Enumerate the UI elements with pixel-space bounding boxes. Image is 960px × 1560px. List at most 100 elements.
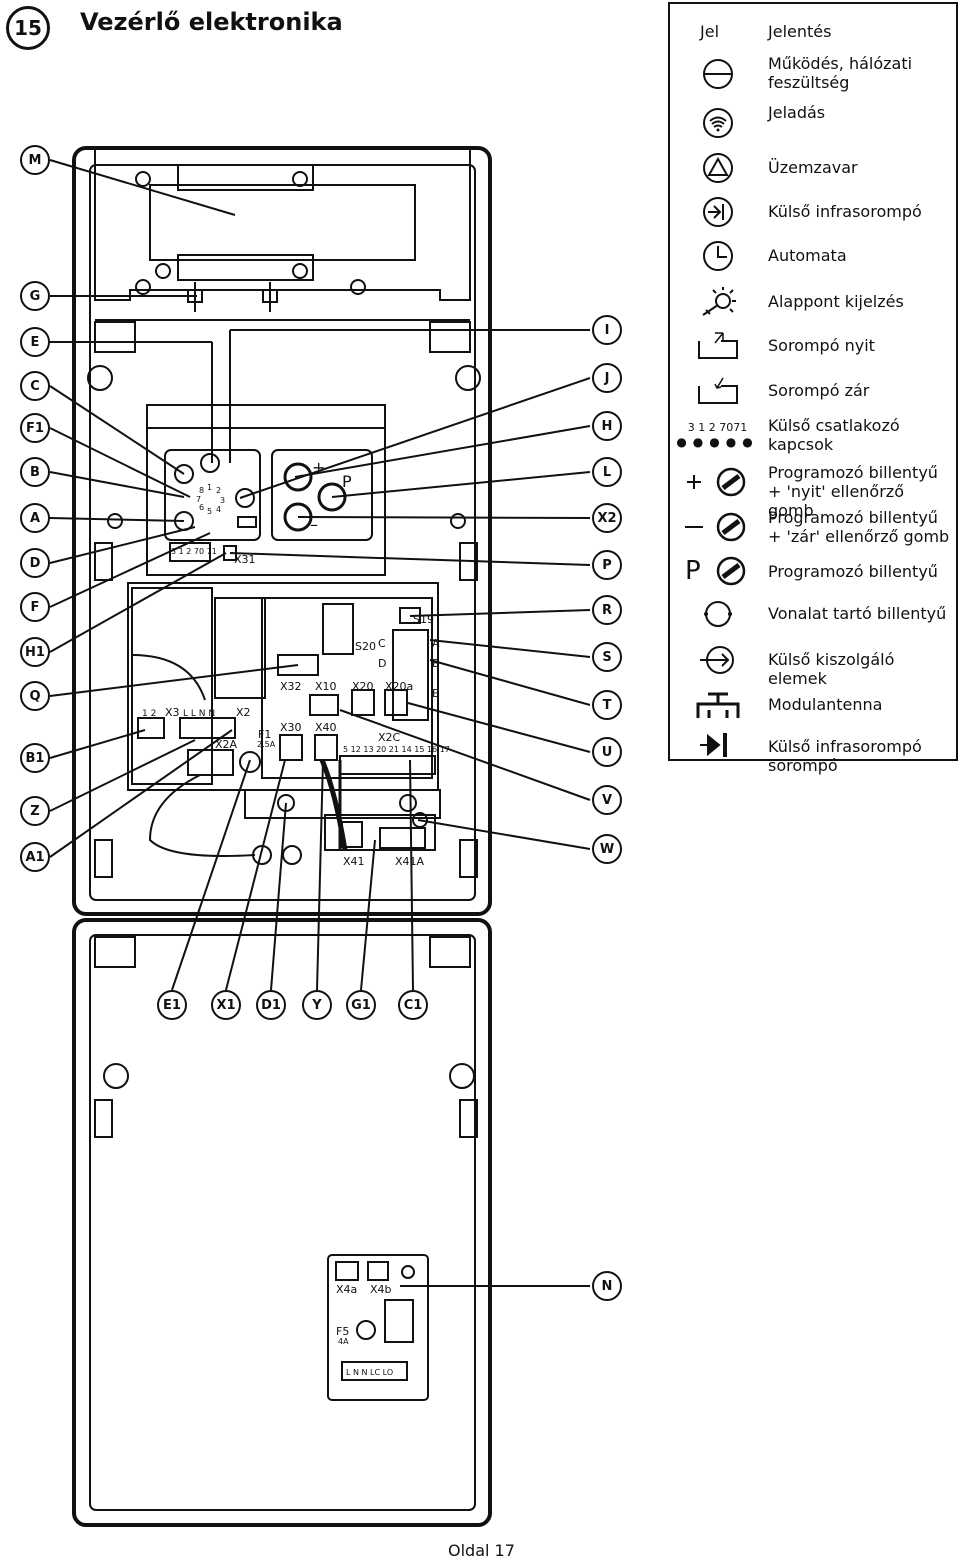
callout-j: J [592,363,622,393]
legend-text: Programozó billentyű + 'nyit' ellenőrző … [768,463,938,520]
callout-b: B [20,457,50,487]
callout-d: D [20,548,50,578]
callout-i: I [592,315,622,345]
transformer-body [149,184,416,261]
label-plus: + [312,458,325,477]
section-number: 15 [6,6,50,50]
legend-text: Modulantenna [768,695,883,714]
legend-row: Programozó billentyű + 'zár' ellenőrző g… [670,506,956,548]
plus-button-icon [680,461,755,503]
label-a: A [432,637,440,650]
label-s20: S20 [355,640,376,653]
callout-q: Q [20,681,50,711]
label-b: B [432,657,440,670]
display-module [146,427,386,576]
legend-text: Működés, hálózati feszültség [768,54,913,92]
label-f1: F1 [258,728,271,741]
callout-h1: H1 [20,637,50,667]
label-e: E [432,687,439,700]
callout-s: S [592,642,622,672]
label-x3: X3 [165,706,180,719]
terminal-dots-icon: 3 1 2 7071●●●●● [676,420,759,449]
legend-row: Külső infrasorompó [670,192,956,232]
dial-num-2: 2 [216,486,221,495]
callout-d1: D1 [256,990,286,1020]
signal-wifi-icon [680,101,755,145]
callout-y: Y [302,990,332,1020]
upper-housing [72,146,492,916]
legend-row: Külső kiszolgáló elemek [670,640,956,688]
warning-triangle-icon [680,148,755,188]
legend-text: Üzemzavar [768,158,858,177]
dial-num-8: 8 [199,486,204,495]
label-x40: X40 [315,721,337,734]
label-x41a: X41A [395,855,425,868]
legend-row: Jeladás [670,101,956,145]
label-x20a: X20a [385,680,413,693]
antenna-icon [680,685,755,725]
legend-text: Alappont kijelzés [768,292,904,311]
label-x2c: X2C [378,731,401,744]
callout-p: P [592,550,622,580]
callout-h: H [592,411,622,441]
legend-text: Automata [768,246,847,265]
lamp-icon [680,282,755,322]
label-x30: X30 [280,721,302,734]
label-x2: X2 [236,706,251,719]
legend-row: Modulantenna [670,685,956,725]
dial-num-6: 6 [199,503,204,512]
svg-text:P: P [685,556,701,586]
minus-button-icon [680,506,755,548]
label-f5-rating: 4A [338,1337,349,1346]
label-x2c-terms: 5 12 13 20 21 14 15 16 17 [343,745,450,754]
label-f5: F5 [336,1325,349,1338]
label-s19: S19 [413,613,434,626]
dial-num-4: 4 [216,505,221,514]
callout-a: A [20,503,50,533]
label-x4a: X4a [336,1283,357,1296]
legend-text: Jeladás [768,103,826,122]
callout-u: U [592,737,622,767]
circle-minus-icon [680,52,755,96]
label-x10: X10 [315,680,337,693]
legend-text: Programozó billentyű + 'zár' ellenőrző g… [768,508,950,546]
callout-w: W [592,834,622,864]
callout-e: E [20,327,50,357]
callout-l: L [592,457,622,487]
callout-t: T [592,690,622,720]
legend-text: Külső infrasorompó sorompó [768,737,922,775]
page-title: Vezérlő elektronika [80,8,343,36]
clock-icon [680,236,755,276]
legend-header-symbol: Jel [700,22,720,41]
label-x20: X20 [352,680,374,693]
label-x31: X31 [234,553,256,566]
callout-v: V [592,785,622,815]
legend-text: Programozó billentyű [768,562,938,581]
legend-header: Jel Jelentés [670,4,956,44]
callout-x2: X2 [592,503,622,533]
legend-row: P Programozó billentyű [670,552,956,590]
callout-a1: A1 [20,842,50,872]
callout-r: R [592,595,622,625]
label-x41: X41 [343,855,365,868]
legend-row: 3 1 2 7071●●●●● Külső csatlakozó kapcsok [670,414,956,456]
arrow-circle-icon [680,640,755,680]
legend-text: Külső kiszolgáló elemek [768,650,895,688]
callout-c: C [20,371,50,401]
legend-text: Külső csatlakozó kapcsok [768,416,900,454]
callout-n: N [592,1271,622,1301]
lower-housing [72,918,492,1527]
label-n-terms: L N N LC LO [346,1368,393,1377]
callout-c1: C1 [398,990,428,1020]
legend-row: Programozó billentyű + 'nyit' ellenőrző … [670,461,956,520]
callout-f: F [20,592,50,622]
legend-table: Jel Jelentés Működés, hálózati feszültsé… [668,2,958,775]
legend-row: Sorompó nyit [670,326,956,366]
callout-x1: X1 [211,990,241,1020]
legend-row: Automata [670,236,956,276]
callout-b1: B1 [20,743,50,773]
callout-z: Z [20,796,50,826]
legend-row: Üzemzavar [670,148,956,188]
